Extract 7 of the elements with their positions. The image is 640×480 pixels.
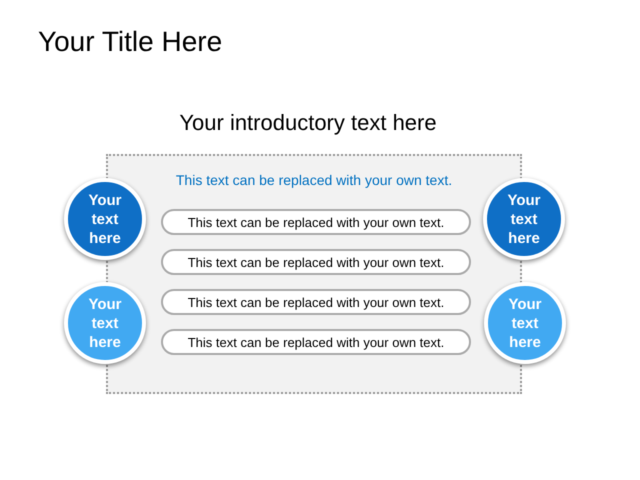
text-bar: This text can be replaced with your own text.	[161, 289, 471, 315]
intro-text: Your introductory text here	[178, 110, 438, 136]
text-bar: This text can be replaced with your own text.	[161, 249, 471, 275]
text-bar: This text can be replaced with your own text.	[161, 329, 471, 355]
panel-heading: This text can be replaced with your own text.	[174, 172, 454, 188]
slide-title: Your Title Here	[38, 26, 222, 58]
text-bar: This text can be replaced with your own text.	[161, 209, 471, 235]
